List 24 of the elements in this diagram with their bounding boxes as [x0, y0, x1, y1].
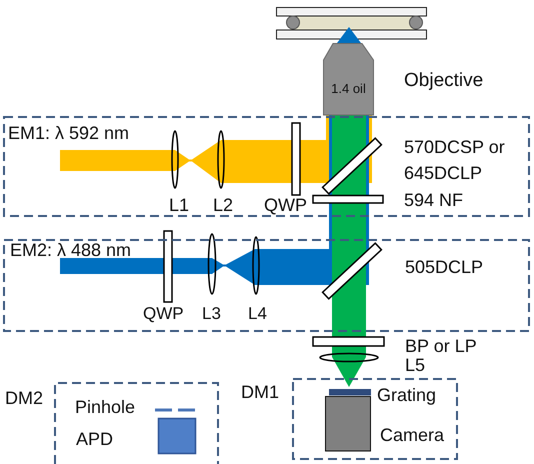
module-title: DM2 [5, 389, 44, 408]
module-frame [3, 239, 530, 332]
part-label: L4 [248, 305, 267, 324]
part-label: 570DCSP or 645DCLP [404, 136, 506, 186]
part-label: Grating [377, 386, 436, 404]
part-label: QWP [143, 305, 184, 324]
module-title: EM2: λ 488 nm [10, 241, 132, 260]
part-label: L3 [202, 305, 221, 324]
part-label: Camera [380, 426, 444, 444]
module-title: EM1: λ 592 nm [8, 124, 130, 142]
module-title: DM1 [241, 383, 280, 402]
part-label: L1 [169, 196, 190, 214]
module-frame [3, 116, 530, 217]
part-label: APD [76, 430, 114, 448]
part-label: 594 NF [404, 191, 464, 210]
part-label: BP or LP [405, 336, 477, 355]
component-caption: Objective [404, 70, 484, 92]
part-label: 505DCLP [405, 258, 484, 276]
part-label: QWP [264, 196, 307, 214]
part-label: L5 [405, 356, 426, 374]
objective-spec-label: 1.4 oil [331, 80, 366, 96]
part-label: L2 [213, 196, 234, 214]
objective-body [323, 43, 374, 115]
part-label: Pinhole [75, 398, 136, 416]
